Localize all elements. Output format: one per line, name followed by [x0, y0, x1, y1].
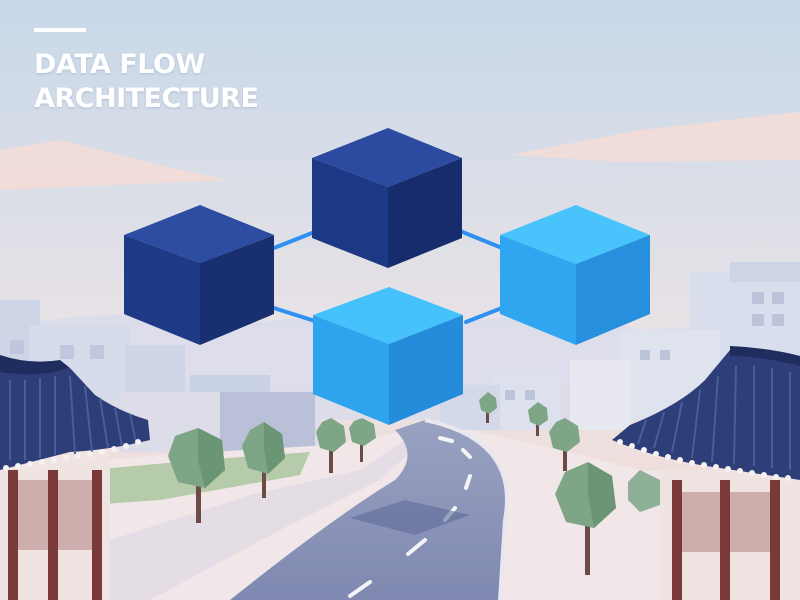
- title-line-1: DATA FLOW: [34, 49, 205, 80]
- title-block: DATA FLOW ARCHITECTURE: [34, 28, 259, 116]
- tree: [316, 418, 346, 473]
- tree: [555, 462, 616, 575]
- cube-shadow: [350, 500, 470, 535]
- sidewalk-left: [100, 440, 415, 600]
- cube-icon: [312, 128, 462, 268]
- hanok-right: [612, 346, 800, 600]
- tree: [528, 402, 548, 436]
- hanok-roof: [0, 368, 150, 470]
- title-rule: [34, 28, 86, 32]
- tree: [242, 422, 285, 498]
- trees: [168, 392, 660, 575]
- cube-icon: [313, 287, 463, 425]
- hanok-left: [0, 355, 150, 600]
- tree: [628, 470, 660, 512]
- road-edge: [424, 418, 510, 600]
- tree: [349, 418, 376, 462]
- cube-icon: [500, 205, 650, 345]
- tree: [168, 428, 225, 523]
- tree: [479, 392, 497, 423]
- cube-icon: [124, 205, 274, 345]
- clouds: [0, 112, 800, 190]
- road: [230, 420, 508, 600]
- tree: [549, 418, 580, 471]
- title-line-2: ARCHITECTURE: [34, 83, 259, 114]
